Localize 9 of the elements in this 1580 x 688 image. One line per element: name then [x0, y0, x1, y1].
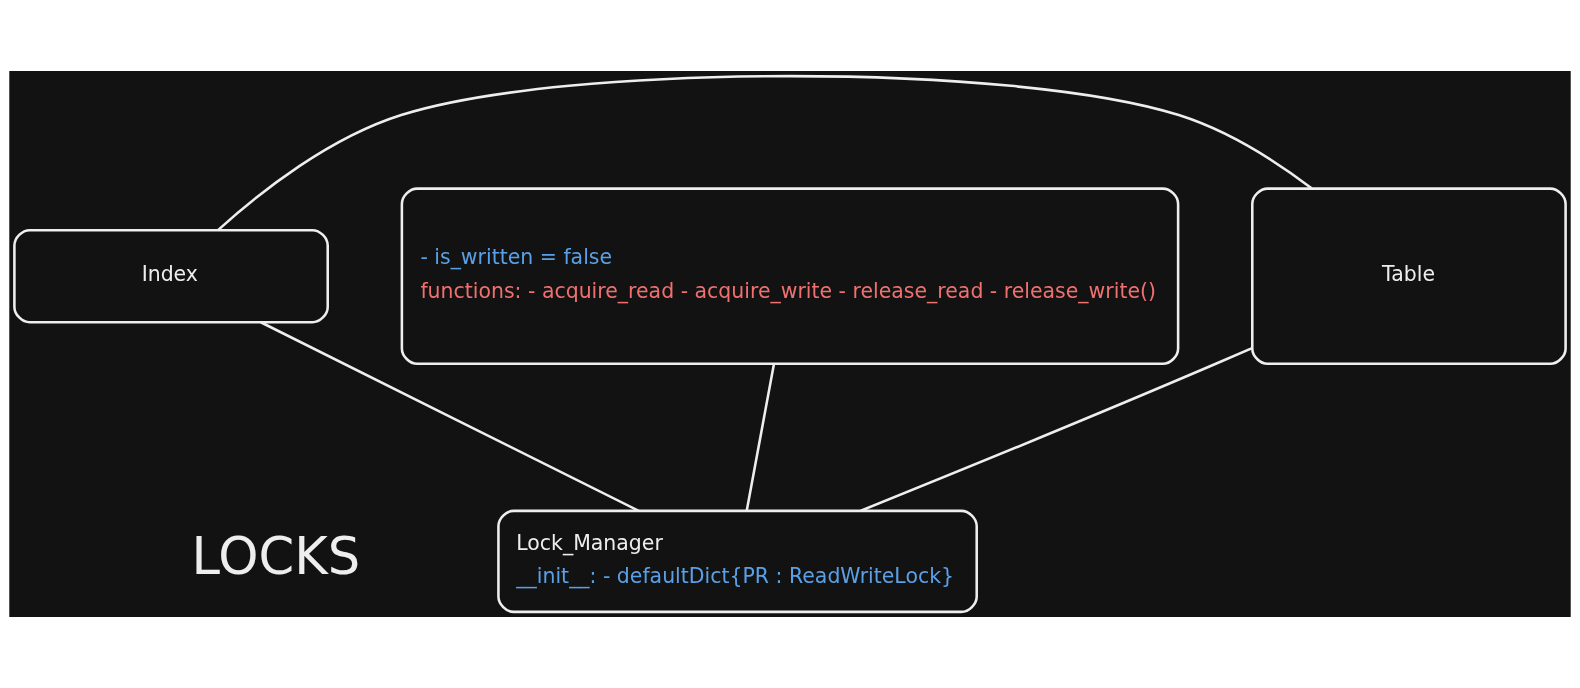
node-box: Index: [13, 228, 329, 324]
node-box: Table: [1251, 187, 1567, 366]
node-box: Lock_Manager __init__: - defaultDict{PR : ReadWriteLock}: [497, 509, 978, 614]
label: LOCKS: [191, 527, 361, 587]
node-box: - is_written = false functions: - acquire_read - acquire_write - release_read - release_write(): [400, 187, 1180, 366]
connector: [860, 346, 1253, 512]
connector: [260, 321, 640, 512]
connector: [745, 363, 776, 512]
connector: [217, 74, 1313, 231]
